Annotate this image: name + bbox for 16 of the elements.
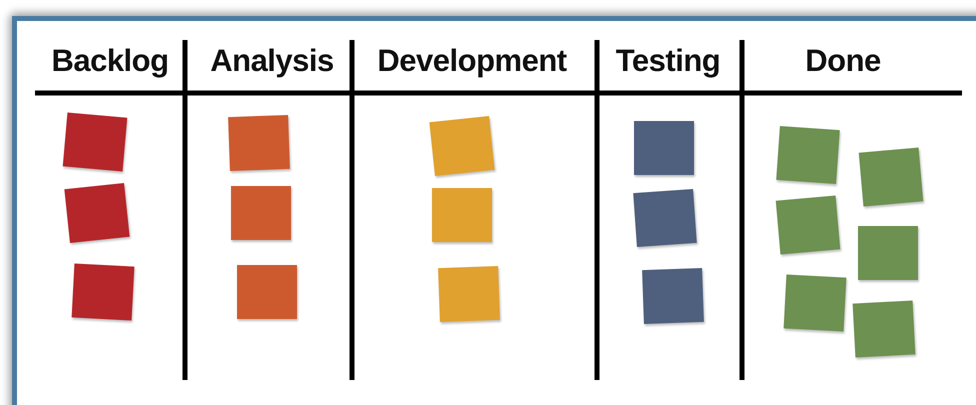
sticky-note [858, 226, 918, 280]
sticky-note [634, 121, 694, 175]
sticky-note [784, 274, 846, 332]
sticky-note [72, 263, 134, 321]
column-header: Development [377, 44, 567, 78]
column-header: Done [805, 44, 881, 78]
sticky-note [228, 114, 290, 172]
column-header: Testing [616, 44, 720, 78]
sticky-note [642, 268, 704, 324]
sticky-note [438, 266, 500, 322]
sticky-note [237, 265, 297, 319]
sticky-note [231, 186, 291, 240]
column-header: Analysis [210, 44, 334, 78]
column-header: Backlog [51, 44, 169, 78]
sticky-note [432, 188, 492, 242]
sticky-note [852, 300, 916, 358]
